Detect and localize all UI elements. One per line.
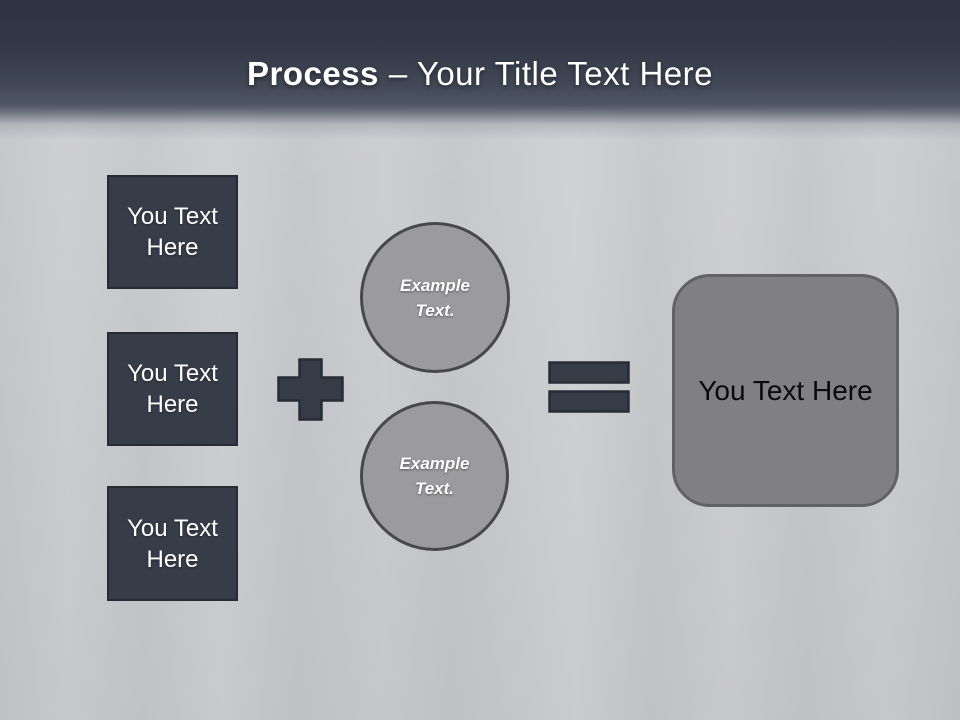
example-circle-2[interactable]: Example Text. bbox=[360, 401, 509, 551]
example-circle-label: Example Text. bbox=[400, 275, 470, 320]
title-text-rest: – Your Title Text Here bbox=[388, 55, 714, 92]
header-bar bbox=[0, 0, 960, 140]
input-box-label: You Text Here bbox=[127, 203, 218, 261]
equals-icon[interactable] bbox=[548, 361, 630, 413]
input-box-1[interactable]: You Text Here bbox=[107, 175, 238, 289]
example-circle-label: Example Text. bbox=[399, 454, 470, 498]
title-text-bold: Process bbox=[246, 55, 379, 92]
input-box-2[interactable]: You Text Here bbox=[107, 332, 238, 446]
slide-title[interactable]: Process – Your Title Text Here bbox=[0, 52, 960, 96]
result-box-label: You Text Here bbox=[698, 374, 873, 406]
result-box[interactable]: You Text Here bbox=[672, 274, 899, 507]
input-box-label: You Text Here bbox=[127, 514, 218, 573]
input-box-3[interactable]: You Text Here bbox=[107, 486, 238, 601]
input-box-label: You Text Here bbox=[127, 360, 218, 418]
plus-icon[interactable] bbox=[277, 358, 344, 421]
example-circle-1[interactable]: Example Text. bbox=[360, 222, 510, 373]
